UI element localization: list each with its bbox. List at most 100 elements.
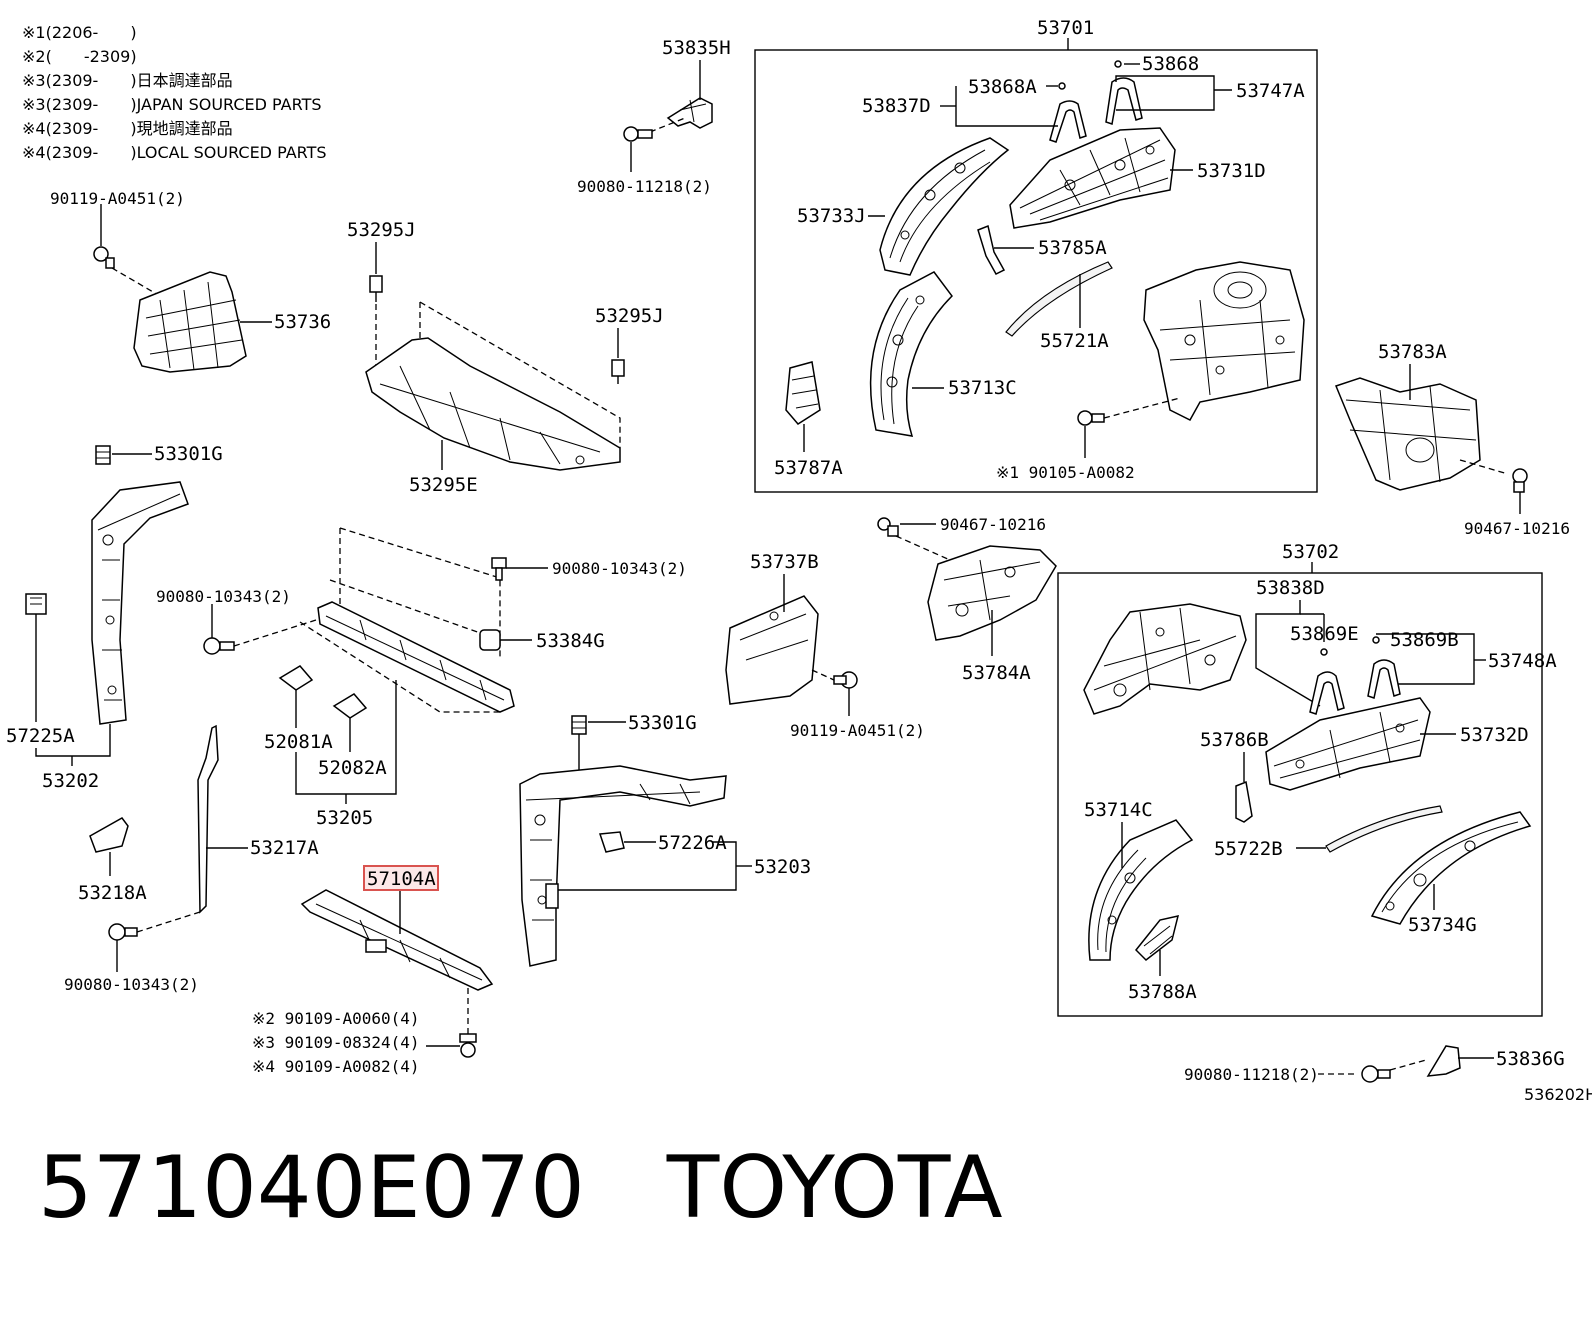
part-radiator-support-upper[interactable] (317, 601, 515, 713)
part-53202[interactable] (91, 481, 189, 725)
label-52081A: 52081A (264, 731, 333, 753)
label-53301G-a: 53301G (154, 443, 223, 465)
part-53295E[interactable] (365, 337, 621, 471)
clip-53869B (1372, 636, 1380, 644)
part-53733J[interactable] (879, 137, 1010, 276)
label-90080-11218-top: 90080-11218(2) (577, 177, 712, 196)
part-53837D[interactable] (1049, 100, 1087, 143)
part-53737B[interactable] (725, 595, 819, 705)
bolt-90467-10216-a (877, 517, 899, 537)
part-53731D[interactable] (1009, 127, 1176, 229)
label-53838D: 53838D (1256, 577, 1325, 599)
label-53736: 53736 (274, 311, 331, 333)
label-53702: 53702 (1282, 541, 1339, 563)
label-57225A: 57225A (6, 725, 75, 747)
bolt-90080-11218-bot (1361, 1065, 1391, 1083)
label-53747A: 53747A (1236, 80, 1305, 102)
label-57226A: 57226A (658, 832, 727, 854)
part-53788A[interactable] (1134, 915, 1180, 961)
notes-block: ※1(2206- ) ※2( -2309) ※3(2309- )日本調達部品 ※… (22, 23, 327, 162)
label-53217A: 53217A (250, 837, 319, 859)
part-53787A[interactable] (785, 361, 821, 425)
part-53783A[interactable] (1335, 377, 1481, 491)
label-53737B: 53737B (750, 551, 819, 573)
part-57226A[interactable] (598, 831, 625, 853)
clip-53868 (1114, 60, 1122, 68)
label-53836G: 53836G (1496, 1048, 1565, 1070)
clip-53301G-b (571, 715, 587, 735)
label-53205: 53205 (316, 807, 373, 829)
illustration-reference: 536202H (1524, 1085, 1592, 1104)
part-53784A[interactable] (927, 545, 1057, 641)
label-53384G: 53384G (536, 630, 605, 652)
part-53734G[interactable] (1370, 811, 1532, 925)
label-53203: 53203 (754, 856, 811, 878)
part-55722B[interactable] (1325, 805, 1443, 853)
part-53732D[interactable] (1265, 697, 1431, 791)
part-53714C[interactable] (1088, 819, 1194, 961)
label-53868: 53868 (1142, 53, 1199, 75)
part-53203[interactable] (519, 765, 727, 967)
part-53736[interactable] (133, 271, 247, 373)
part-53218A[interactable] (89, 817, 129, 853)
label-53869E: 53869E (1290, 623, 1359, 645)
label-90109-08324: ※3 90109-08324(4) (252, 1033, 420, 1052)
label-55721A: 55721A (1040, 330, 1109, 352)
label-53869B: 53869B (1390, 629, 1459, 651)
part-53786B[interactable] (1235, 780, 1253, 823)
footer-caption: 571040E070 TOYOTA (38, 1145, 1003, 1231)
bolt-90467-10216-b (1512, 468, 1528, 493)
note-1: ※1(2206- ) (22, 23, 137, 42)
part-53747A[interactable] (1105, 77, 1143, 125)
label-53701: 53701 (1037, 17, 1094, 39)
label-55722B: 55722B (1214, 838, 1283, 860)
label-90119-A0451-mid: 90119-A0451(2) (790, 721, 925, 740)
clip-53295J-b (611, 359, 625, 384)
label-90467-10216-a: 90467-10216 (940, 515, 1046, 534)
label-53868A: 53868A (968, 76, 1037, 98)
label-53295J-b: 53295J (595, 305, 664, 327)
footer-brand: TOYOTA (666, 1138, 1003, 1238)
part-53748A[interactable] (1367, 659, 1401, 699)
label-53837D: 53837D (862, 95, 931, 117)
label-90105-A0082: ※1 90105-A0082 (996, 463, 1135, 482)
part-53835H[interactable] (666, 97, 713, 129)
label-53218A: 53218A (78, 882, 147, 904)
part-52081A[interactable] (278, 665, 314, 691)
part-53217A[interactable] (197, 724, 219, 914)
label-90119-A0451-top: 90119-A0451(2) (50, 189, 185, 208)
label-53787A: 53787A (774, 457, 843, 479)
bolt-90119-A0451-top (93, 246, 115, 269)
part-53838D[interactable] (1309, 671, 1345, 715)
part-52082A[interactable] (332, 693, 368, 719)
part-53713C[interactable] (869, 271, 953, 437)
label-53295J-a: 53295J (347, 219, 416, 241)
label-53748A: 53748A (1488, 650, 1557, 672)
bolt-90119-A0451-mid (833, 671, 858, 689)
label-53714C: 53714C (1084, 799, 1153, 821)
part-53384G[interactable] (479, 629, 501, 651)
label-57104A: 57104A (367, 868, 436, 890)
label-53713C: 53713C (948, 377, 1017, 399)
part-wheelhouse-assy-53702[interactable] (1083, 603, 1247, 715)
label-53734G: 53734G (1408, 914, 1477, 936)
part-55721A[interactable] (1005, 261, 1113, 337)
bolt-90109 (459, 1033, 477, 1058)
part-57104A[interactable] (300, 889, 494, 991)
footer-part-number: 571040E070 (38, 1138, 585, 1238)
clip-53868A (1058, 82, 1066, 90)
part-57225A[interactable] (25, 593, 47, 615)
label-53202: 53202 (42, 770, 99, 792)
part-wheelhouse-assy-53701[interactable] (1143, 261, 1305, 421)
label-90109-A0082: ※4 90109-A0082(4) (252, 1057, 420, 1076)
bolt-90080-10343-a (203, 637, 235, 655)
part-53836G[interactable] (1426, 1045, 1461, 1077)
bolt-90080-10343-b (491, 557, 507, 581)
label-90080-10343-a: 90080-10343(2) (156, 587, 291, 606)
note-3: ※3(2309- )日本調達部品 (22, 71, 233, 90)
part-53785A[interactable] (977, 224, 1006, 275)
label-53783A: 53783A (1378, 341, 1447, 363)
label-52082A: 52082A (318, 757, 387, 779)
group-box-53701 (754, 49, 1318, 493)
